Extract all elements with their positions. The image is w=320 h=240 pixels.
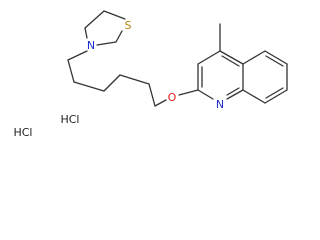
bond-c8-c8a — [242, 89, 266, 104]
bond-c6-o — [154, 99, 167, 107]
quinoline-nitrogen-label: N — [216, 98, 224, 111]
bonds — [67, 10, 288, 107]
hcl-salt-label-2: HCl — [13, 126, 32, 139]
salts: HCl HCl — [13, 113, 79, 139]
bond-c7-c8-q — [264, 89, 288, 104]
bond-o-c2q — [178, 89, 199, 96]
bond-c4a-c5 — [242, 50, 266, 65]
hcl-salt-label-1: HCl — [60, 113, 79, 126]
bond-c7-c8-q-inner — [265, 87, 284, 99]
bond-c5-c6 — [148, 83, 156, 107]
bond-c3-c4-q — [197, 50, 221, 65]
atom-labels: S N O N — [87, 19, 224, 111]
bond-c5-c6-q — [264, 50, 288, 65]
bond-c4-c4a-inner — [221, 55, 240, 67]
bond-c1-c2 — [67, 59, 75, 83]
bond-ch2-n — [84, 27, 88, 39]
bond-c3-c4 — [103, 74, 121, 92]
bond-n-ch2 — [96, 41, 117, 46]
bond-c8a-nq-inner — [226, 87, 240, 96]
bond-n-c1 — [67, 50, 88, 61]
molecule-drawing: S N O N HCl HCl — [13, 10, 288, 139]
bond-c4-c5 — [119, 74, 150, 85]
sulfur-atom-label: S — [125, 19, 132, 32]
bond-c2-c3 — [73, 81, 105, 92]
structure-diagram: S N O N HCl HCl — [13, 10, 288, 139]
bond-ch2-s — [115, 30, 123, 43]
bond-c5-c6-q-inner — [265, 55, 284, 67]
bond-c8a-nq — [226, 89, 244, 100]
bond-ch2-ch2 — [84, 10, 105, 29]
thiazolidine-nitrogen-label: N — [87, 39, 95, 52]
bond-nq-c2 — [197, 89, 214, 100]
bond-s-ch2 — [103, 10, 126, 20]
bond-c4-c4a — [219, 50, 244, 65]
ether-oxygen-label: O — [168, 91, 177, 104]
